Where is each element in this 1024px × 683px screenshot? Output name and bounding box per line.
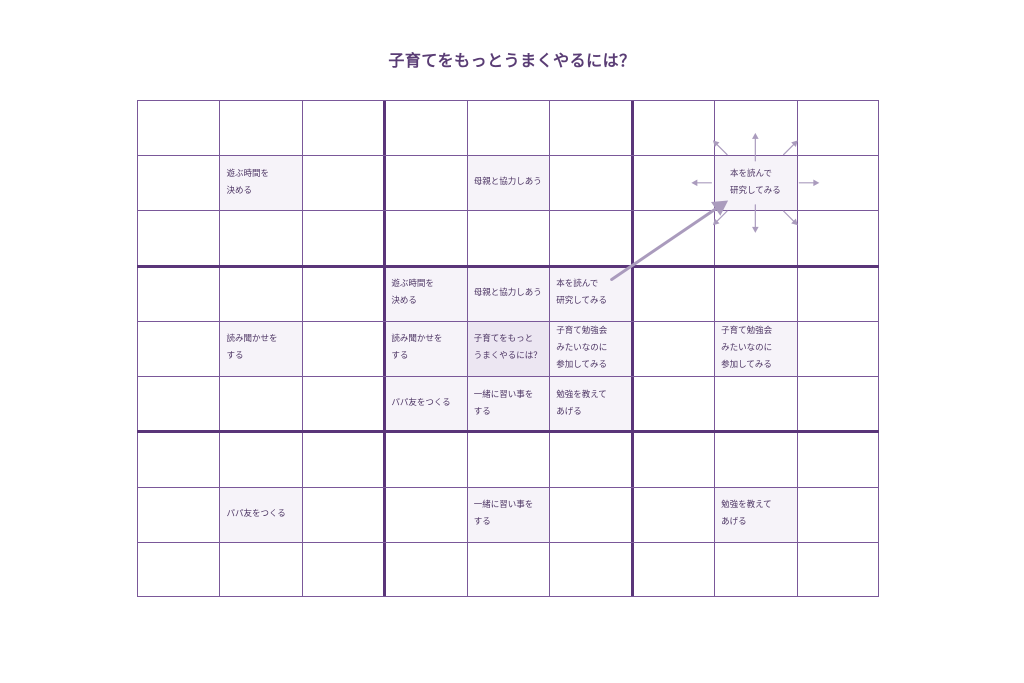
grid-line-horizontal — [137, 541, 879, 543]
spread-arrow-shaft — [783, 210, 795, 222]
grid-line-horizontal — [137, 264, 879, 268]
grid-line-horizontal — [137, 210, 879, 212]
idea-cell[interactable]: 一緒に習い事を する — [466, 486, 550, 542]
idea-cell[interactable]: 本を読んで 研究してみる — [714, 155, 797, 211]
grid-line-horizontal — [137, 320, 879, 322]
arrow-overlay — [610, 132, 820, 281]
expansion-arrow-shaft — [610, 207, 718, 281]
idea-cell[interactable]: 勉強を教えて あげる — [714, 486, 797, 542]
spread-arrow-head — [813, 179, 820, 187]
grid-line-horizontal — [137, 486, 879, 488]
spread-arrow-head — [791, 218, 798, 226]
grid-line-vertical — [137, 100, 138, 597]
mandala-chart: 遊ぶ時間を 決める母親と協力しあう本を読んで 研究してみる遊ぶ時間を 決める母親… — [137, 100, 879, 597]
spread-arrow-head — [752, 226, 759, 233]
grid-line-vertical — [466, 100, 468, 597]
grid-line-vertical — [796, 100, 798, 597]
spread-arrow-shaft — [716, 144, 728, 156]
grid-line-vertical — [630, 100, 634, 597]
idea-cell[interactable]: パパ友をつくる — [219, 486, 302, 542]
page-title: 子育てをもっとうまくやるには？ — [388, 51, 636, 70]
grid-line-horizontal — [137, 100, 879, 101]
idea-cell[interactable]: 読み聞かせを する — [384, 320, 467, 377]
idea-cell[interactable]: パパ友をつくる — [384, 376, 467, 432]
grid-line-horizontal — [137, 376, 879, 378]
grid-line-horizontal — [137, 155, 879, 157]
grid-line-vertical — [549, 100, 551, 597]
spread-arrow-head — [712, 140, 720, 147]
grid-line-vertical — [301, 100, 303, 597]
spread-arrow-shaft — [716, 210, 728, 222]
idea-cell[interactable]: 母親と協力しあう — [466, 155, 550, 211]
grid-line-vertical — [383, 100, 387, 597]
idea-cell[interactable]: 遊ぶ時間を 決める — [384, 265, 467, 321]
idea-cell[interactable]: 子育て勉強会 みたいなのに 参加してみる — [714, 320, 797, 377]
idea-cell[interactable]: 母親と協力しあう — [466, 265, 550, 321]
center-theme-cell[interactable]: 子育てをもっと うまくやるには？ — [466, 320, 550, 377]
idea-cell[interactable]: 子育て勉強会 みたいなのに 参加してみる — [549, 320, 632, 377]
spread-arrow-head — [691, 179, 698, 187]
grid-line-vertical — [714, 100, 716, 597]
expansion-arrow-head — [711, 200, 729, 216]
spread-arrow-head — [791, 140, 798, 147]
grid-line-horizontal — [137, 430, 879, 434]
idea-cell[interactable]: 遊ぶ時間を 決める — [219, 155, 302, 211]
spread-arrow-head — [752, 132, 759, 139]
spread-arrow-shaft — [783, 144, 795, 156]
grid-line-vertical — [878, 100, 879, 597]
grid-line-vertical — [219, 100, 221, 597]
idea-cell[interactable]: 勉強を教えて あげる — [549, 376, 632, 432]
idea-cell[interactable]: 一緒に習い事を する — [466, 376, 550, 432]
grid-line-horizontal — [137, 596, 879, 597]
spread-arrow-head — [712, 218, 720, 226]
idea-cell[interactable]: 読み聞かせを する — [219, 320, 302, 377]
